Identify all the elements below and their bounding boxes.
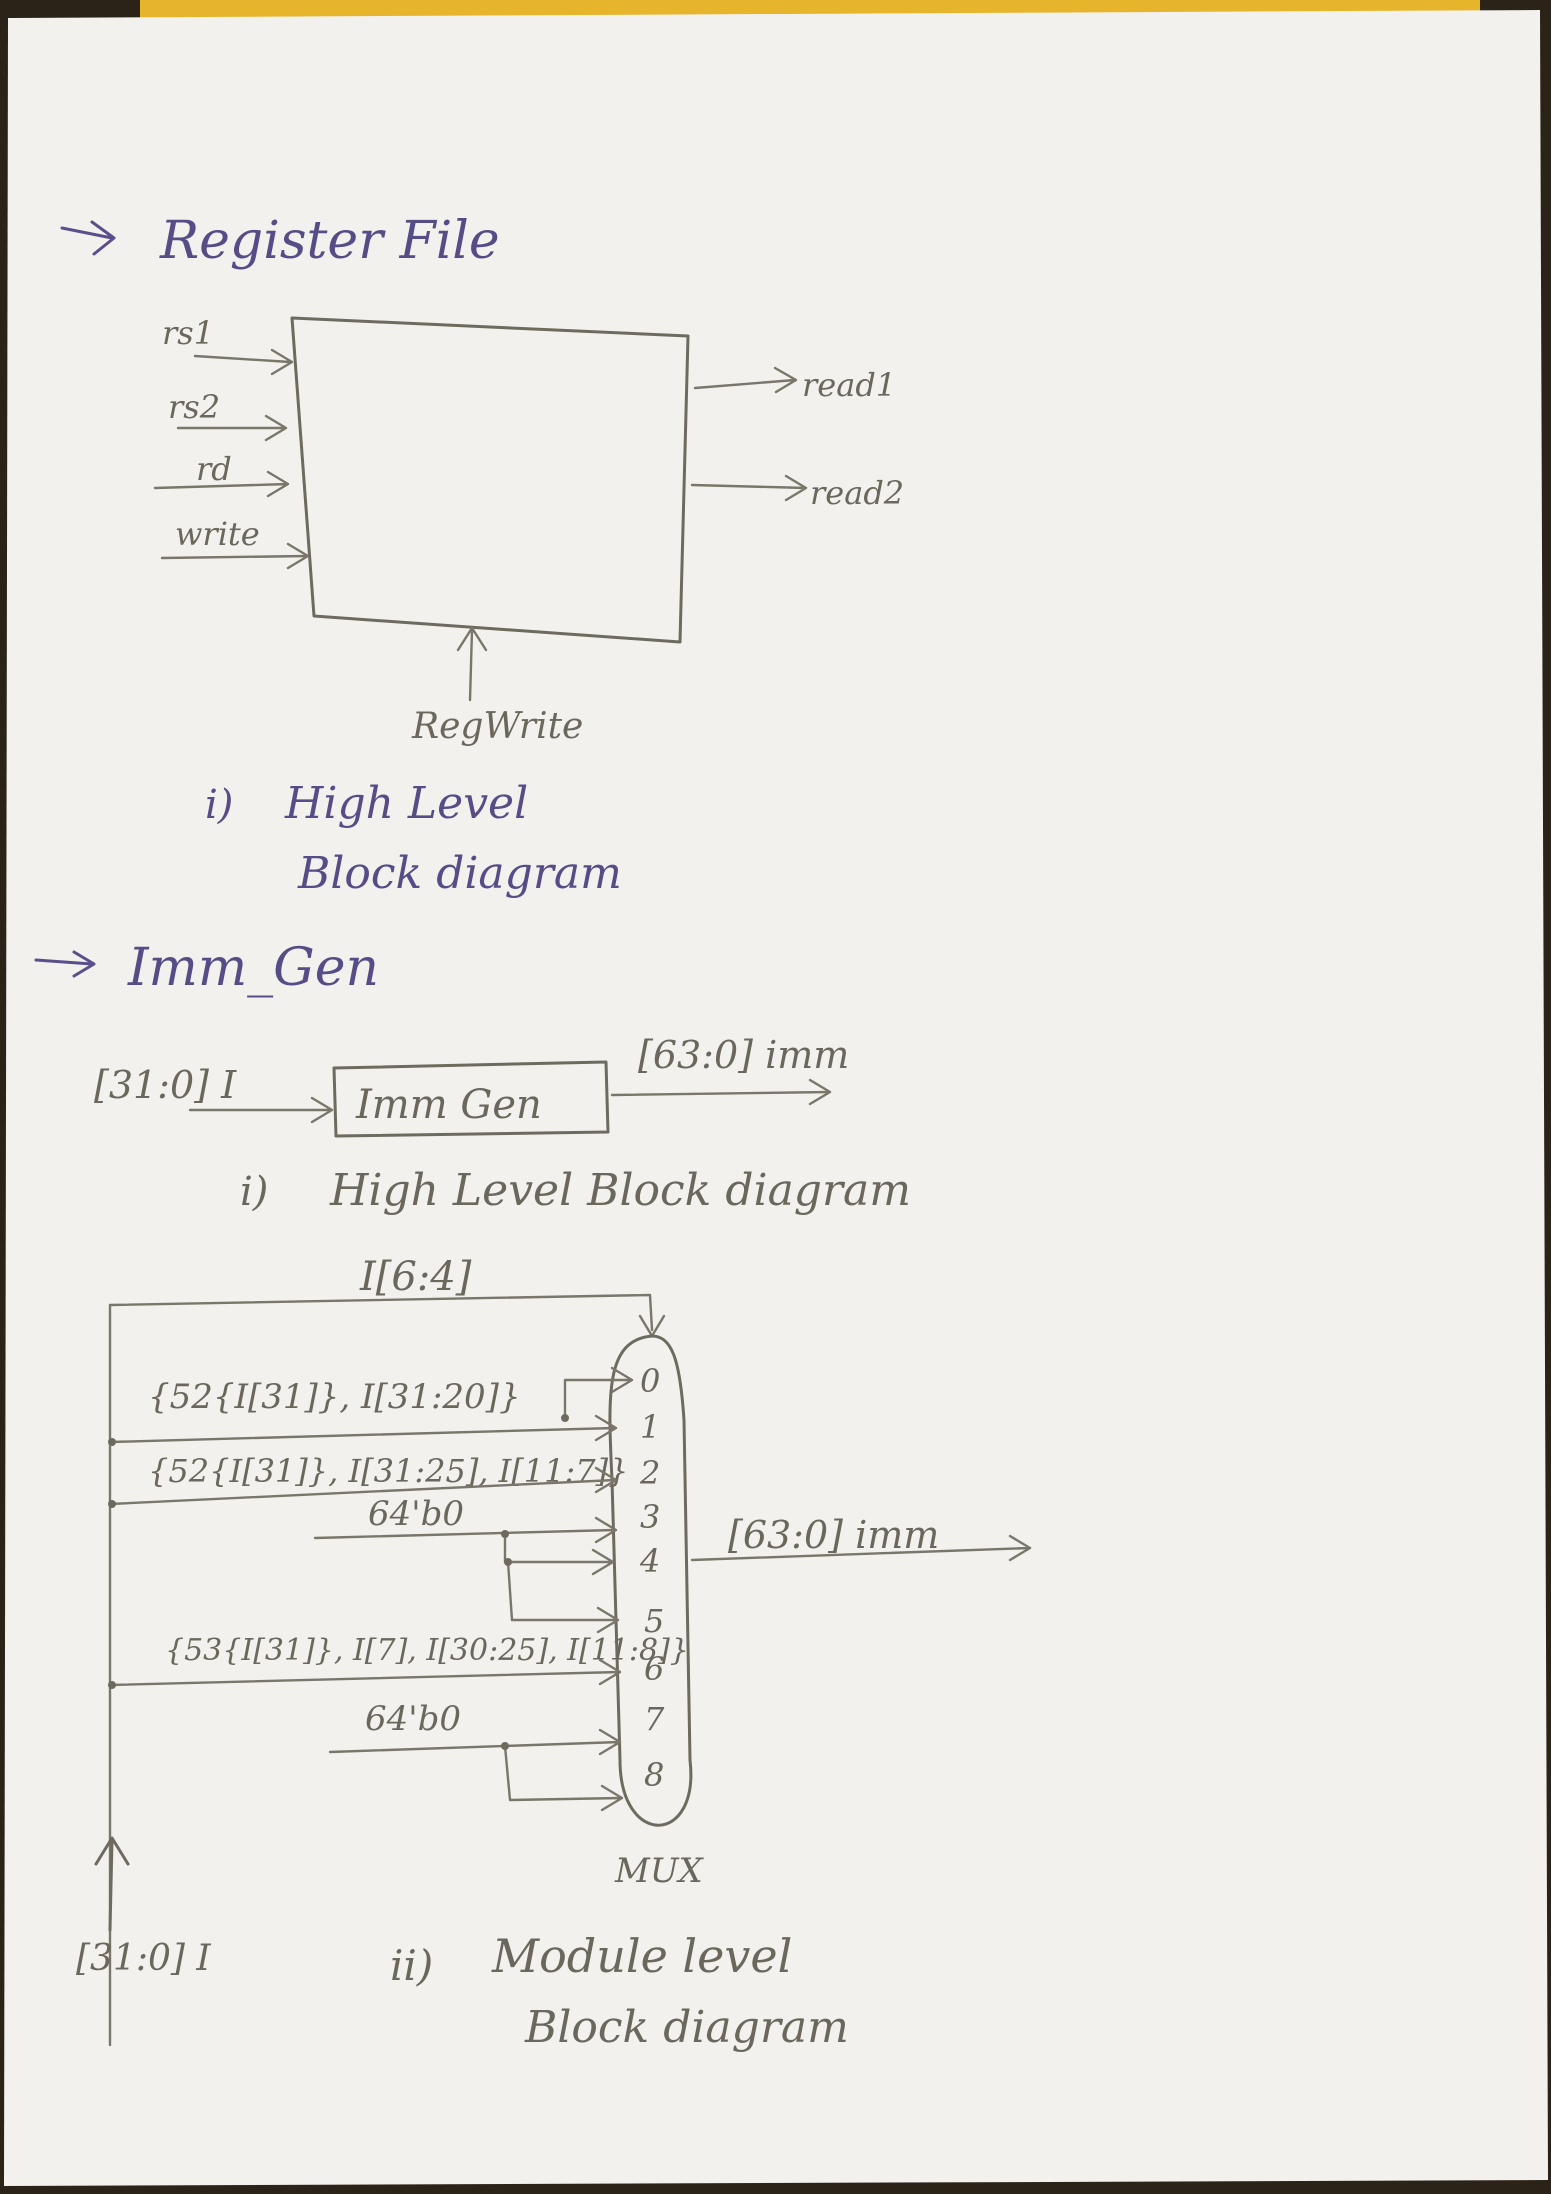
bullet-arrow-icon xyxy=(60,220,116,256)
input-arrow-write xyxy=(160,542,310,570)
imm-gen-output-arrow xyxy=(610,1078,832,1106)
caption-module-line1: Module level xyxy=(491,1929,792,1983)
mux-input-wire-1 xyxy=(108,1414,618,1444)
caption-register-file-line2: Block diagram xyxy=(297,848,622,899)
mux-input-wire-0 xyxy=(563,1366,634,1420)
junction-dot xyxy=(108,1438,116,1446)
mux-index-8: 8 xyxy=(644,1756,664,1794)
mux-input-wire-8 xyxy=(503,1744,624,1812)
input-i-arrow xyxy=(94,1836,130,1932)
register-file-inputs: rs1 rs2 rd write xyxy=(153,314,310,570)
caption-imm-gen: High Level Block diagram xyxy=(329,1165,911,1216)
input-label-rs1: rs1 xyxy=(162,314,214,352)
imm-gen-input-label: [31:0] I xyxy=(94,1063,237,1107)
input-label-rd: rd xyxy=(196,450,232,488)
mux-index-7: 7 xyxy=(644,1700,665,1738)
mux-index-4: 4 xyxy=(639,1542,660,1580)
caption-marker-2: i) xyxy=(240,1169,268,1215)
mux-input-wire-6 xyxy=(108,1658,622,1687)
input-arrow-rd xyxy=(153,470,290,498)
module-input-label: [31:0] I xyxy=(76,1938,211,1979)
input-label-rs2: rs2 xyxy=(168,388,220,426)
register-file-box xyxy=(290,316,690,644)
mux-index-3: 3 xyxy=(640,1498,660,1536)
junction-dot xyxy=(561,1414,569,1422)
mux-input-label-4: 64'b0 xyxy=(365,1699,461,1739)
junction-dot xyxy=(504,1558,512,1566)
imm-gen-block-label: Imm Gen xyxy=(355,1082,542,1128)
mux-input-wire-7 xyxy=(328,1728,622,1756)
input-arrow-rs2 xyxy=(176,414,288,442)
output-label-read2: read2 xyxy=(810,474,904,512)
junction-dot xyxy=(108,1681,116,1689)
junction-dot xyxy=(108,1500,116,1508)
imm-gen-output-label: [63:0] imm xyxy=(638,1033,849,1077)
caption-marker-3: ii) xyxy=(390,1941,433,1990)
mux-label: MUX xyxy=(614,1851,704,1891)
mux-index-5: 5 xyxy=(644,1602,664,1640)
mux-input-wire-3 xyxy=(313,1516,618,1544)
bullet-arrow-icon xyxy=(34,950,96,978)
mux-indices: 0 1 2 3 4 5 6 7 8 xyxy=(639,1362,665,1794)
mux-index-1: 1 xyxy=(640,1408,660,1446)
paper-sheet xyxy=(4,10,1548,2186)
mux-input-wire-2 xyxy=(108,1466,618,1506)
register-file-outputs: read1 read2 xyxy=(690,366,904,512)
mux-input-label-0: {52{I[31]}, I[31:20]} xyxy=(148,1377,521,1417)
input-label-write: write xyxy=(175,515,260,553)
junction-dot xyxy=(501,1530,509,1538)
caption-register-file-line1: High Level xyxy=(284,778,528,829)
mux-input-label-1: {52{I[31]}, I[31:25], I[11:7]} xyxy=(148,1452,628,1490)
mux-output-label: [63:0] imm xyxy=(728,1513,939,1557)
regwrite-label: RegWrite xyxy=(411,706,583,747)
output-arrow-read2 xyxy=(690,474,808,502)
mux-index-6: 6 xyxy=(644,1650,664,1688)
mux-input-wire-5 xyxy=(506,1560,620,1634)
mux-input-label-3: {53{I[31]}, I[7], I[30:25], I[11:8]} xyxy=(165,1633,689,1668)
input-arrow-rs1 xyxy=(193,348,294,376)
output-label-read1: read1 xyxy=(802,366,896,404)
caption-marker-1: i) xyxy=(205,782,233,828)
junction-dot xyxy=(501,1742,509,1750)
mux-index-2: 2 xyxy=(639,1454,660,1492)
mux-index-0: 0 xyxy=(640,1362,660,1400)
select-label: I[6:4] xyxy=(359,1254,472,1300)
caption-module-line2: Block diagram xyxy=(524,2002,849,2053)
imm-gen-input-arrow xyxy=(188,1096,334,1124)
register-file-heading: Register File xyxy=(159,211,500,271)
imm-gen-heading: Imm_Gen xyxy=(127,938,379,998)
regwrite-arrow xyxy=(456,626,488,702)
mux-output-arrow xyxy=(690,1534,1032,1562)
output-arrow-read1 xyxy=(693,366,798,394)
mux-input-label-2: 64'b0 xyxy=(368,1494,464,1534)
imm-gen-block xyxy=(332,1060,610,1138)
